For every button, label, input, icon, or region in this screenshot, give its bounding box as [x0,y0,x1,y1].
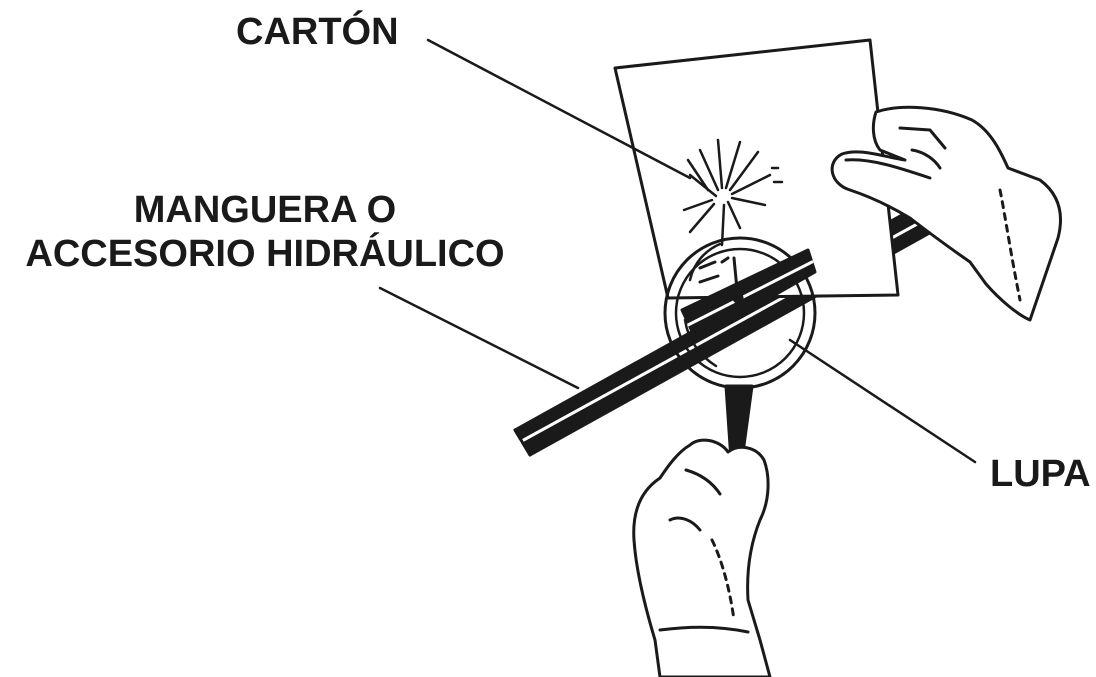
label-hose-line2: ACCESORIO HIDRÁULICO [25,233,505,275]
label-hose-line1: MANGUERA O [133,189,397,231]
leader-line-lupa [788,338,977,464]
label-carton: CARTÓN [236,11,399,53]
label-hose: MANGUERA O ACCESORIO HIDRÁULICO [0,188,530,276]
right-hand [830,105,1062,322]
leader-line-carton [426,38,692,180]
leak-spray [682,138,784,247]
label-lupa: LUPA [990,453,1091,495]
cardboard-sheet [613,38,900,300]
bottom-hand [632,438,772,677]
leader-lines [378,38,977,464]
magnifying-glass [663,236,817,477]
leader-line-hose [378,286,580,390]
